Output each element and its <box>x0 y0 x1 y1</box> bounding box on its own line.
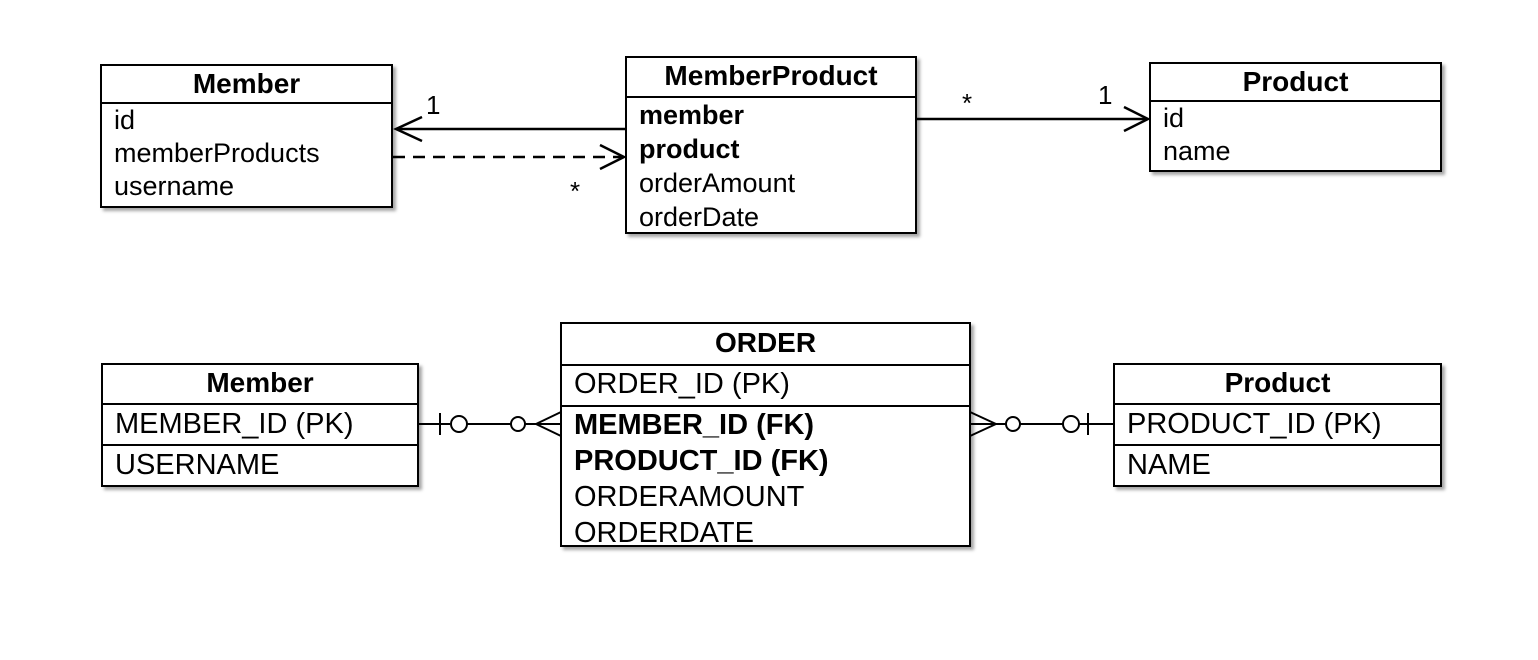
erd-product-table: Product PRODUCT_ID (PK) NAME <box>1113 363 1442 487</box>
uml-product-class: Product id name <box>1149 62 1442 172</box>
field: product <box>639 134 740 164</box>
multiplicity-member-one: 1 <box>426 90 441 120</box>
pk-column: PRODUCT_ID (PK) <box>1127 408 1382 440</box>
erd-relation-member-order <box>419 411 562 437</box>
multiplicity-product-many: * <box>962 88 973 118</box>
field: id <box>1163 103 1185 133</box>
field: name <box>1163 136 1231 166</box>
class-title: Member <box>102 66 391 104</box>
field: member <box>639 100 745 130</box>
class-title: MemberProduct <box>627 58 915 98</box>
column: ORDERAMOUNT <box>574 481 805 513</box>
uml-association-memberproduct-product <box>916 105 1151 133</box>
erd-order-table: ORDER ORDER_ID (PK) MEMBER_ID (FK) PRODU… <box>560 322 971 549</box>
table-title: ORDER <box>562 324 969 366</box>
column: NAME <box>1127 449 1211 481</box>
multiplicity-member-many: * <box>570 176 581 206</box>
column: ORDERDATE <box>574 517 754 549</box>
field: memberProducts <box>114 138 320 168</box>
uml-dashed-member-memberproduct <box>393 143 627 171</box>
field: orderDate <box>639 202 760 232</box>
fk-column: PRODUCT_ID (FK) <box>574 445 829 477</box>
multiplicity-product-one: 1 <box>1098 80 1113 110</box>
column: USERNAME <box>115 449 280 481</box>
uml-member-class: Member id memberProducts username <box>100 64 393 208</box>
uml-association-memberproduct-member <box>393 115 626 143</box>
erd-member-table: Member MEMBER_ID (PK) USERNAME <box>101 363 419 487</box>
table-title: Member <box>103 365 417 405</box>
erd-relation-order-product <box>969 411 1113 437</box>
field: username <box>114 171 235 201</box>
field: id <box>114 105 136 135</box>
field: orderAmount <box>639 168 796 198</box>
fk-column: MEMBER_ID (FK) <box>574 409 815 441</box>
pk-column: ORDER_ID (PK) <box>574 368 790 400</box>
table-title: Product <box>1115 365 1440 405</box>
uml-memberproduct-class: MemberProduct member product orderAmount… <box>625 56 917 234</box>
class-title: Product <box>1151 64 1440 102</box>
pk-column: MEMBER_ID (PK) <box>115 408 354 440</box>
